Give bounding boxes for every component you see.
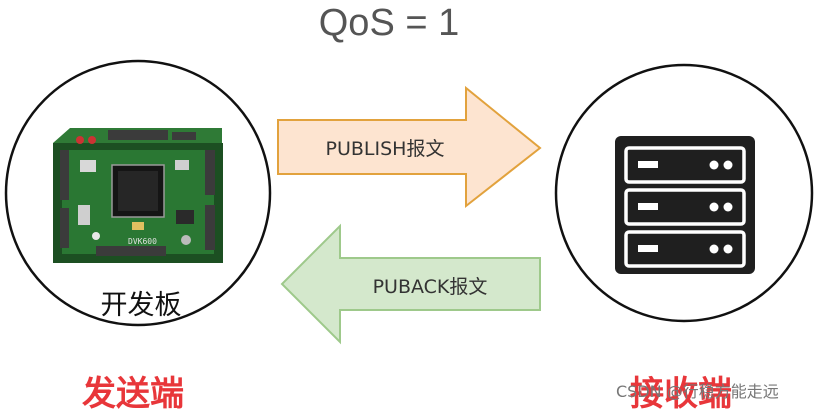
sender-caption: 发送端 — [82, 374, 184, 414]
board-label: 开发板 — [100, 290, 182, 321]
dev-board-icon: DVK600 — [53, 128, 223, 263]
publish-arrow — [277, 85, 542, 209]
watermark: CSDN @行稳方能走远 — [616, 382, 779, 401]
diagram-title: QoS = 1 — [318, 2, 460, 44]
puback-label: PUBACK报文 — [372, 276, 488, 298]
publish-label: PUBLISH报文 — [325, 138, 445, 160]
receiver-caption: 接收端 — [630, 374, 732, 414]
board-silkscreen: DVK600 — [128, 237, 157, 246]
puback-arrow — [280, 223, 541, 345]
server-rack-icon — [615, 136, 755, 274]
